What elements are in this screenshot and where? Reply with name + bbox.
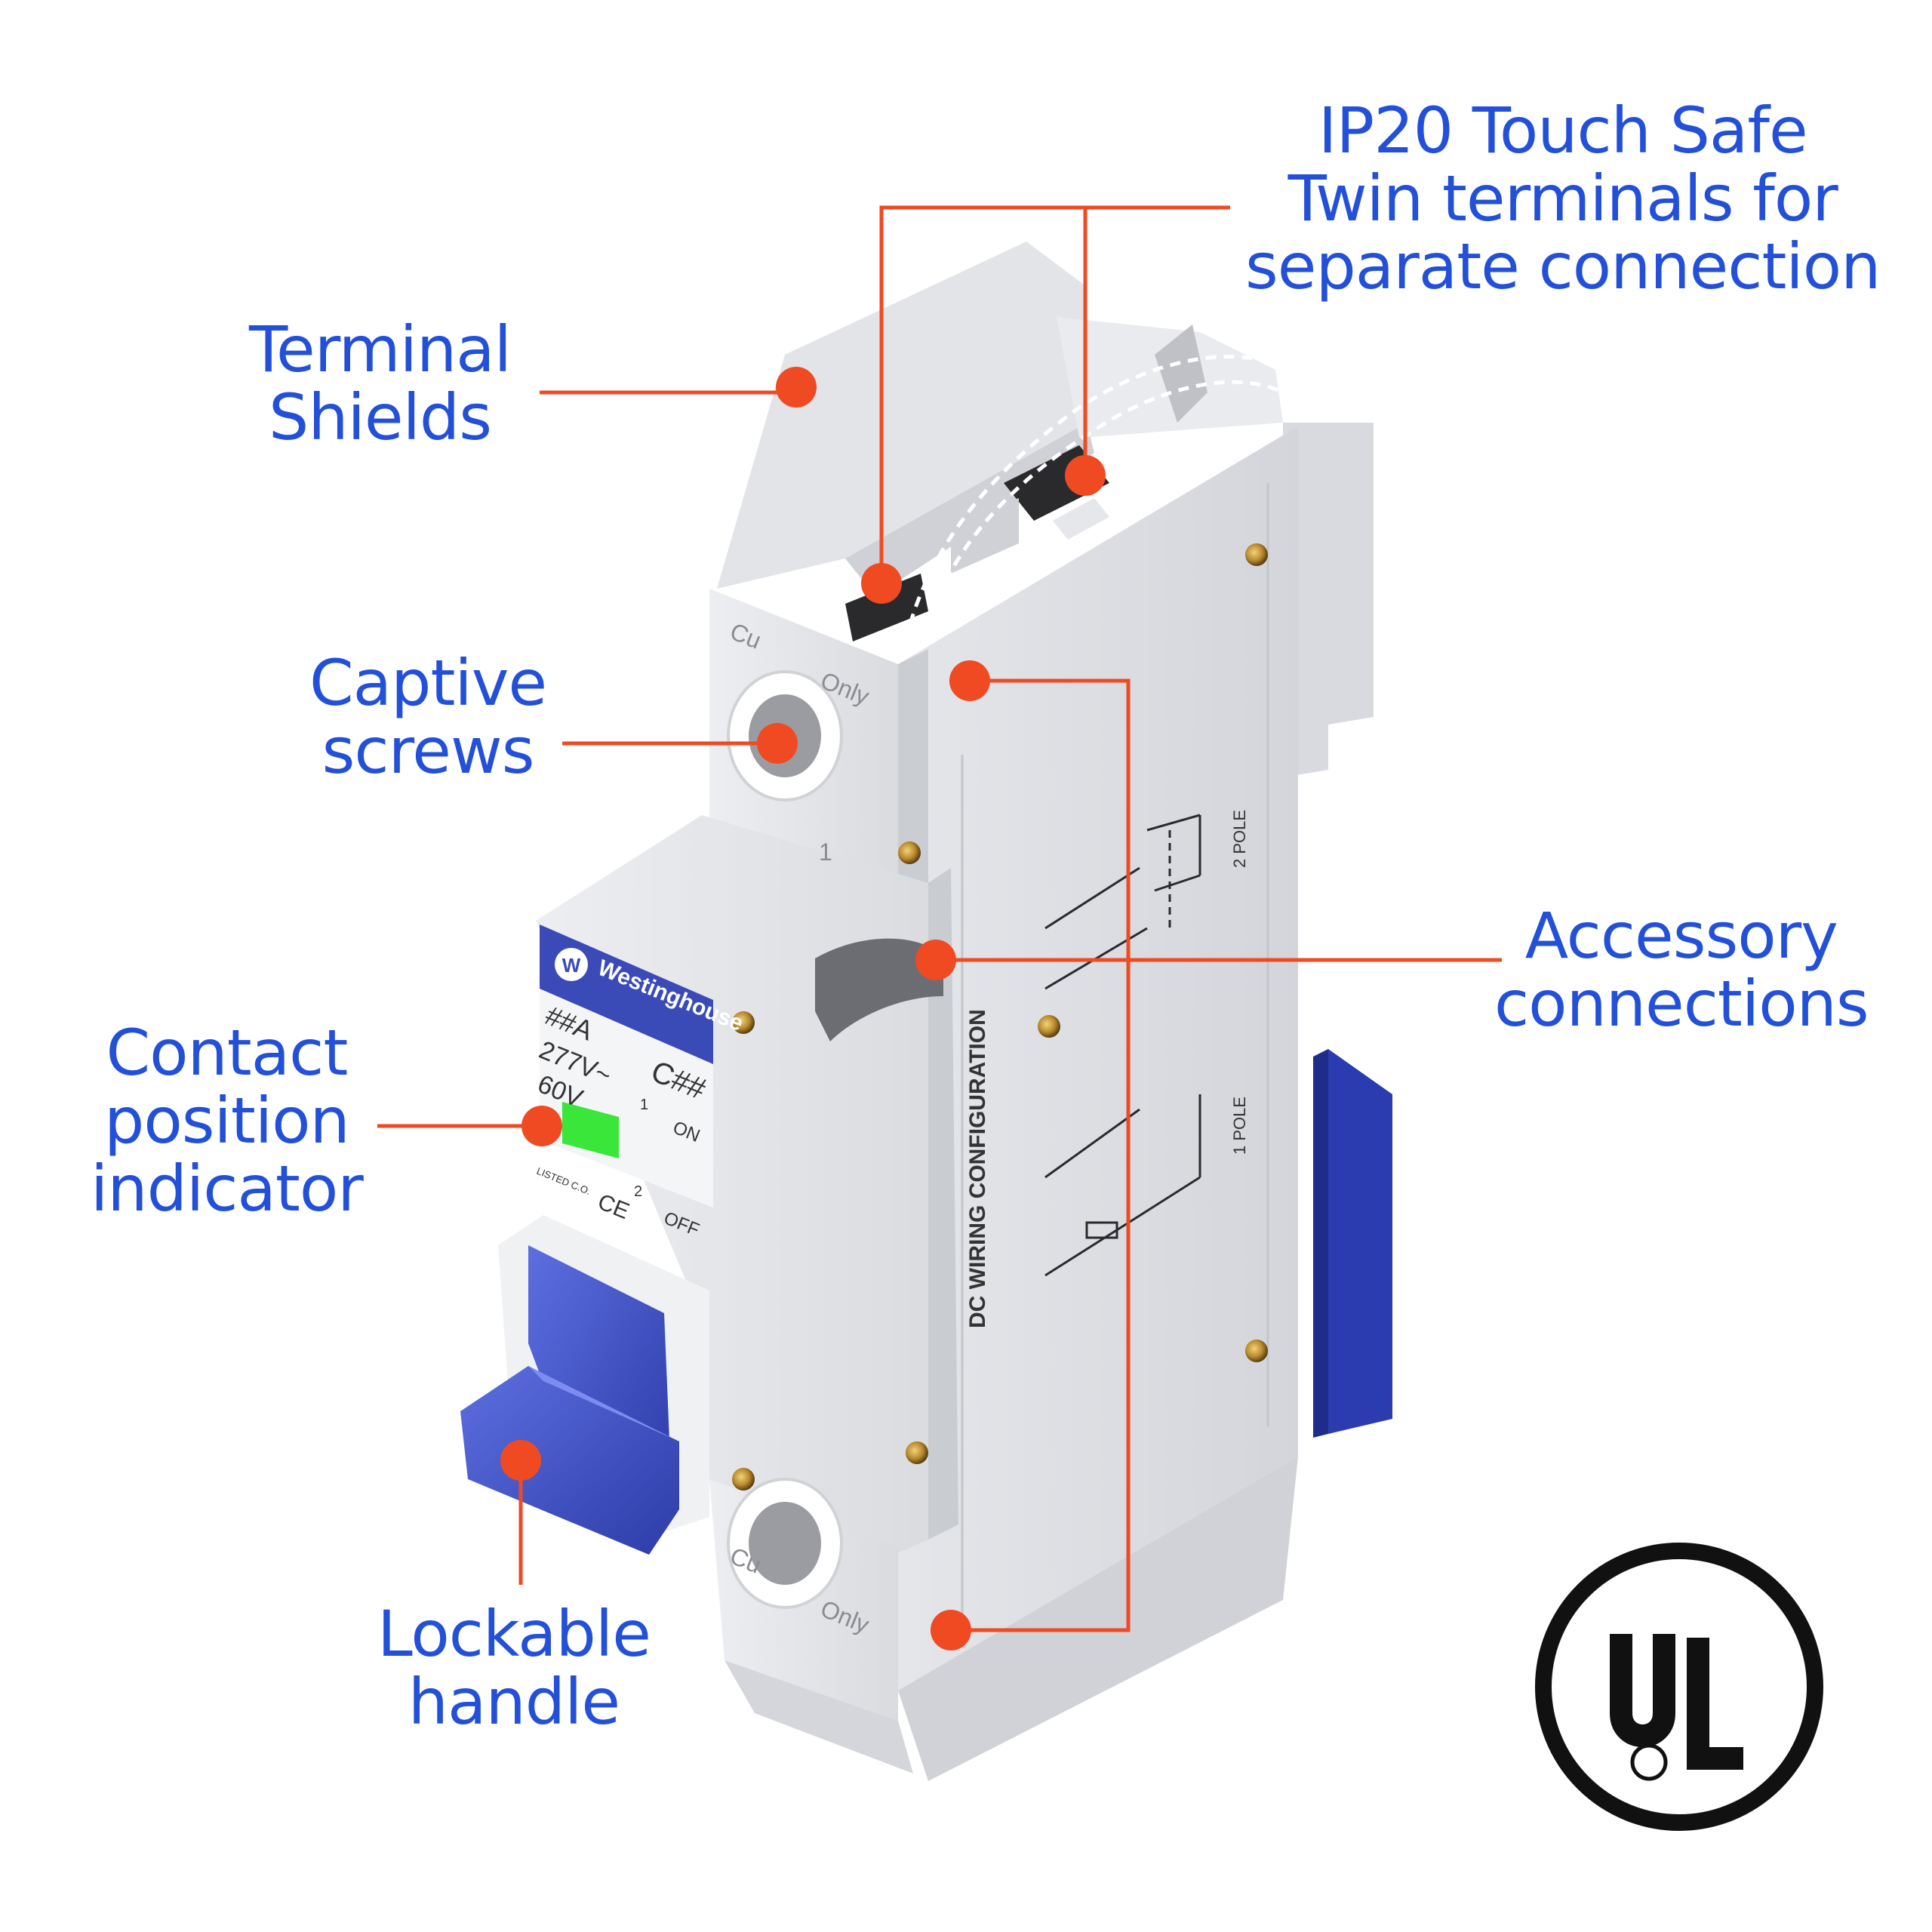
terminal-openings — [845, 355, 1284, 650]
callout-lockable-handle: Lockable handle — [377, 1600, 651, 1736]
callout-ip20-terminals: IP20 Touch Safe Twin terminals for separ… — [1245, 94, 1881, 303]
callout-contact-line-3: indicator — [91, 1152, 364, 1226]
terminal-number-top: 1 — [819, 838, 832, 866]
callout-accessory-connections: Accessory connections — [1494, 902, 1869, 1038]
callout-lockable-line-1: Lockable — [377, 1597, 651, 1671]
ce-mark: CE — [594, 1189, 632, 1224]
callout-contact-line-2: position — [104, 1084, 350, 1158]
logo-letter: W — [562, 954, 581, 977]
callout-accessory-line-2: connections — [1494, 967, 1869, 1041]
wiring-title: DC WIRING CONFIGURATION — [965, 1009, 990, 1328]
callout-terminal-shields: Terminal Shields — [249, 312, 512, 454]
callout-ip20-line-3: separate connection — [1245, 229, 1881, 303]
ul-certification-mark — [1535, 1543, 1823, 1831]
wiring-diagram — [1044, 814, 1201, 1277]
callout-terminal-shields-line-1: Terminal — [249, 312, 512, 386]
terminal-2-label: 2 — [634, 1183, 642, 1200]
callout-ip20-line-2: Twin terminals for — [1287, 162, 1838, 235]
callout-terminal-shields-line-2: Shields — [269, 380, 492, 454]
leader-lines — [377, 205, 1502, 1632]
leader-dots — [500, 367, 1106, 1651]
callout-lockable-line-2: handle — [408, 1665, 620, 1739]
callout-captive-screws-line-2: screws — [321, 714, 535, 788]
callout-contact-indicator: Contact position indicator — [91, 1016, 364, 1226]
din-clip — [1313, 1049, 1392, 1438]
two-pole-label: 2 POLE — [1230, 810, 1249, 868]
callout-captive-screws: Captive screws — [309, 646, 547, 788]
callout-ip20-line-1: IP20 Touch Safe — [1318, 94, 1808, 168]
callout-captive-screws-line-1: Captive — [309, 646, 547, 720]
handle-assembly — [460, 1215, 709, 1555]
side-panel — [898, 426, 1298, 1781]
callout-contact-line-1: Contact — [106, 1016, 348, 1090]
one-pole-label: 1 POLE — [1230, 1097, 1249, 1155]
breaker-body-front — [536, 543, 1268, 1630]
listed-label: LISTED C.O. — [535, 1165, 592, 1197]
terminal-1-label: 1 — [640, 1097, 648, 1113]
terminal-block-bottom — [709, 1478, 913, 1774]
callout-accessory-line-1: Accessory — [1524, 899, 1838, 973]
